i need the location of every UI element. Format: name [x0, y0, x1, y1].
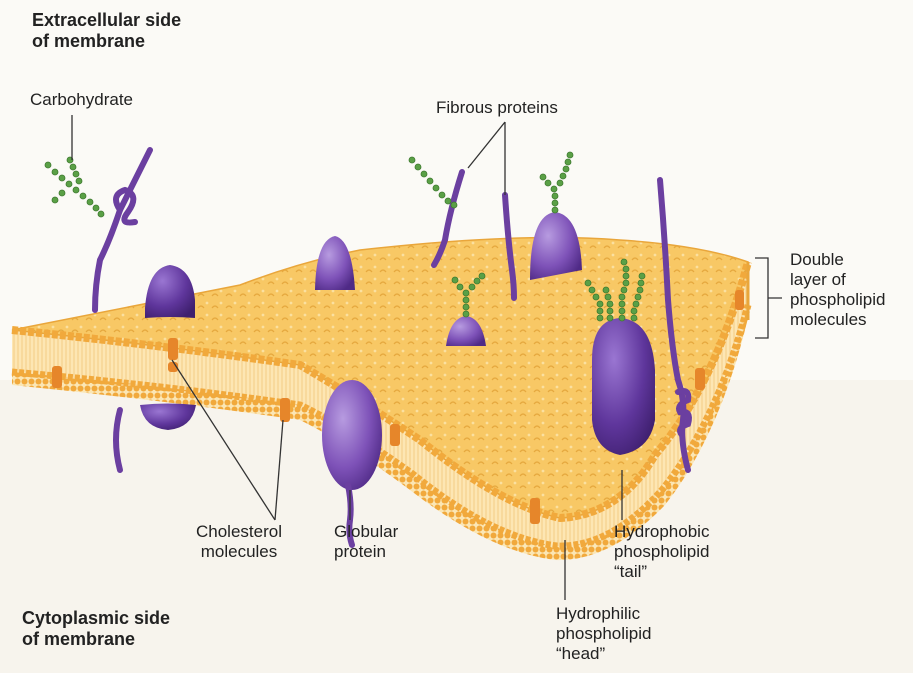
- label-hydrophilic-head: Hydrophilic phospholipid “head”: [556, 604, 651, 664]
- cholesterol-molecule: [280, 398, 290, 422]
- cholesterol-molecule: [390, 424, 400, 446]
- cholesterol-molecule: [695, 368, 705, 390]
- transmembrane-protein-large: [592, 318, 655, 455]
- label-hydrophobic-tail: Hydrophobic phospholipid “tail”: [614, 522, 709, 582]
- label-extracellular-side: Extracellular side of membrane: [32, 10, 181, 52]
- cholesterol-molecule: [735, 290, 744, 310]
- globular-protein: [322, 380, 382, 490]
- cholesterol-molecule: [52, 366, 62, 388]
- label-carbohydrate: Carbohydrate: [30, 90, 133, 110]
- cholesterol-molecule: [530, 498, 540, 524]
- label-cytoplasmic-side: Cytoplasmic side of membrane: [22, 608, 170, 650]
- label-double-layer: Double layer of phospholipid molecules: [790, 250, 885, 330]
- label-fibrous-proteins: Fibrous proteins: [436, 98, 558, 118]
- label-globular-protein: Globular protein: [334, 522, 398, 562]
- label-cholesterol-molecules: Cholesterol molecules: [196, 522, 282, 562]
